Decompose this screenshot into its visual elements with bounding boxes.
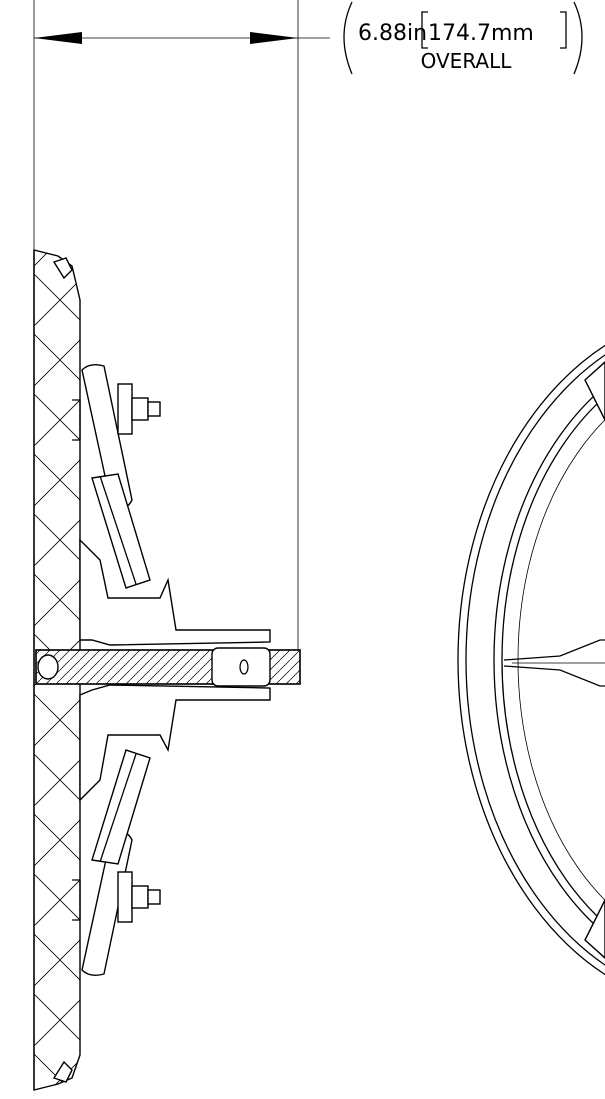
bracket-right <box>560 11 567 49</box>
spoke-upper-edge <box>503 639 605 661</box>
shaft-collar <box>211 647 271 687</box>
clip-bottom <box>52 1060 73 1083</box>
upper-wheel <box>72 363 161 589</box>
section-view <box>33 249 301 1091</box>
lower-inner-arm <box>91 749 151 865</box>
arrowhead-right <box>250 32 298 44</box>
rim-pad-bottom <box>584 899 605 959</box>
dimension-inches: 6.88in <box>358 21 427 46</box>
clip-top <box>52 257 73 280</box>
lower-bolt-end <box>147 889 161 905</box>
lower-bolt-head <box>117 871 133 923</box>
rim-pad-top <box>584 361 605 421</box>
dimension-note: OVERALL <box>421 49 513 73</box>
hub-lower <box>79 684 271 802</box>
upper-inner-arm <box>91 473 151 589</box>
lower-nut <box>131 885 149 909</box>
lower-wheel <box>72 749 161 977</box>
pin-hole <box>239 659 249 675</box>
upper-bolt-end <box>147 401 161 417</box>
arrowhead-left <box>34 32 82 44</box>
paren-right <box>573 1 583 75</box>
paren-left <box>343 1 353 75</box>
upper-nut <box>131 397 149 421</box>
outer-rim <box>457 344 605 976</box>
front-view <box>457 344 605 976</box>
shaft-end <box>37 654 59 680</box>
bracket-left <box>421 11 428 49</box>
dimension-mm: 174.7mm <box>428 21 534 46</box>
spoke-lower-edge <box>503 665 605 687</box>
overall-dimension: 6.88in 174.7mm OVERALL <box>33 0 583 650</box>
upper-bolt-head <box>117 383 133 435</box>
inner-rim <box>493 385 605 935</box>
hub-upper <box>79 538 271 646</box>
